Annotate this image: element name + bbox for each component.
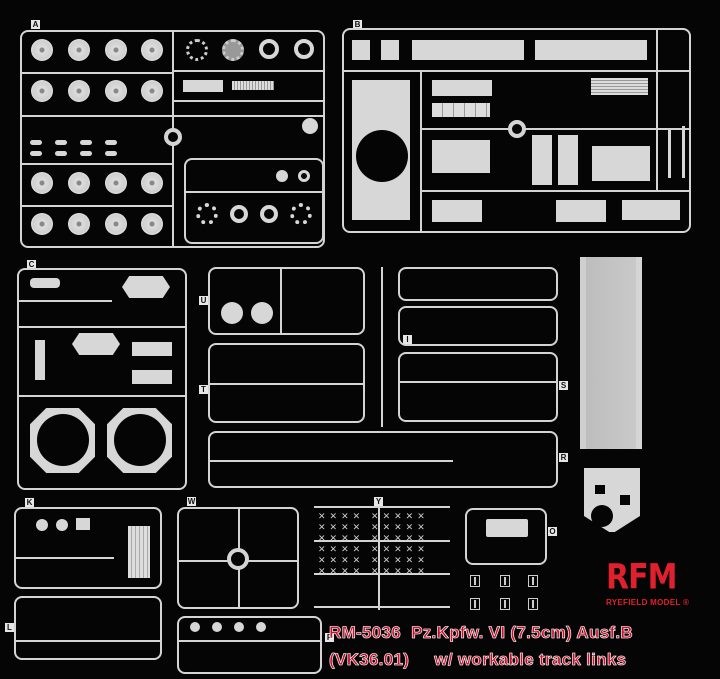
- sprue-label-y: Y: [374, 497, 383, 506]
- sprue-label-l: L: [5, 623, 14, 632]
- brand-name: RYEFIELD MODEL ®: [606, 598, 690, 607]
- rfm-logo: RFM: [606, 557, 677, 598]
- sprue-label-b: B: [353, 20, 362, 29]
- sprue-label-p: P: [325, 633, 334, 642]
- sprue-label-u: U: [199, 296, 208, 305]
- product-title-line1: RM-5036 Pz.Kpfw. VI (7.5cm) Ausf.B: [329, 623, 633, 643]
- sprue-label-s: S: [559, 381, 568, 390]
- sprue-label-i: I: [403, 335, 412, 344]
- sprue-label-k: K: [25, 498, 34, 507]
- sprue-label-r: R: [559, 453, 568, 462]
- product-title-line2: (VK36.01) w/ workable track links: [329, 650, 627, 670]
- sprue-label-a: A: [31, 20, 40, 29]
- sprue-label-o: O: [548, 527, 557, 536]
- sprue-label-t: T: [199, 385, 208, 394]
- sprue-label-w: W: [187, 497, 196, 506]
- sprue-label-c: C: [27, 260, 36, 269]
